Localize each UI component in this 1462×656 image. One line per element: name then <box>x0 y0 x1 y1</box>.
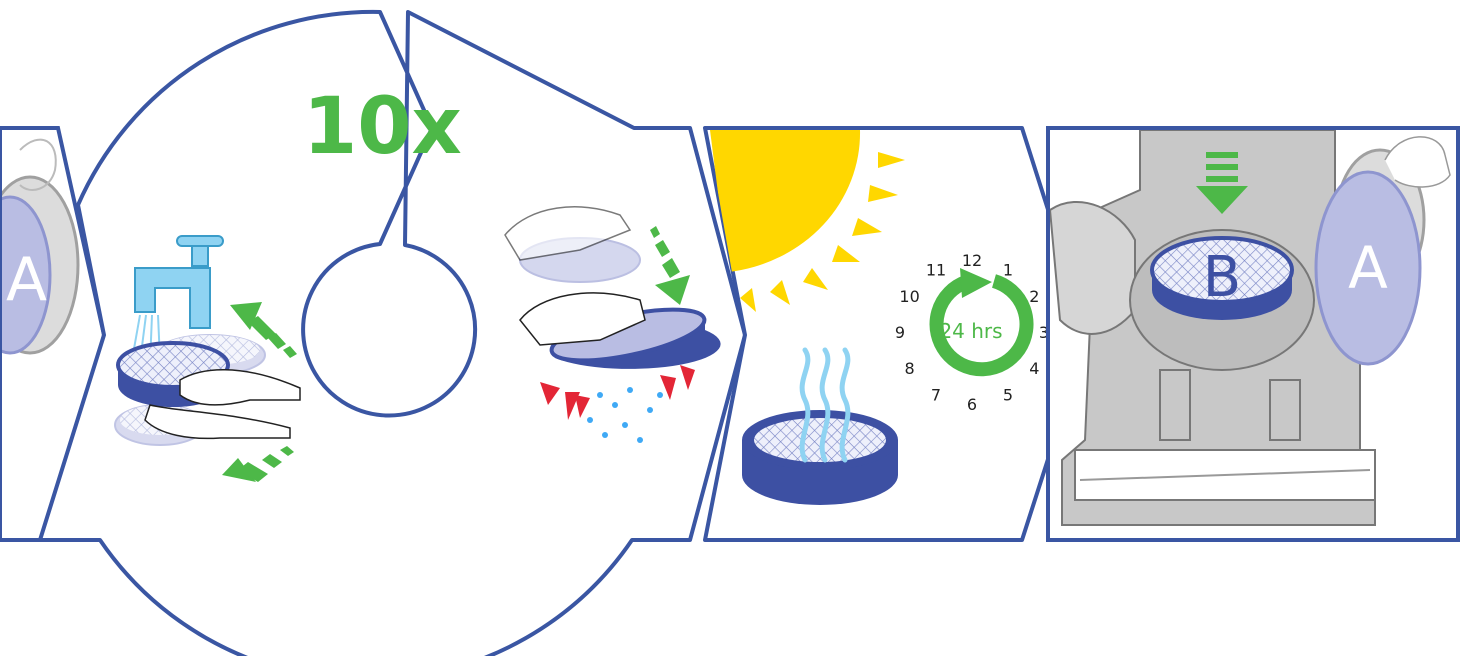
clock-number-9: 9 <box>895 323 905 342</box>
repeat-count: 10x <box>303 82 462 172</box>
clock-number-10: 10 <box>899 287 919 306</box>
clock-number-6: 6 <box>967 395 977 414</box>
clock-number-11: 11 <box>926 261 946 280</box>
filter-b-disc: B <box>1152 238 1292 320</box>
clock-number-7: 7 <box>931 385 941 404</box>
filter-a-label: A <box>6 245 47 315</box>
clock-number-4: 4 <box>1029 359 1039 378</box>
clock-number-2: 2 <box>1029 287 1039 306</box>
filter-b-label: B <box>1203 245 1241 310</box>
duration-label: 24 hrs <box>939 319 1002 343</box>
step-two-panel: 10x <box>40 12 745 656</box>
filter-a-right-label: A <box>1348 234 1388 302</box>
clock-number-8: 8 <box>905 359 915 378</box>
drying-filter-disc <box>742 410 898 505</box>
clock-number-12: 12 <box>962 251 982 270</box>
clock-number-1: 1 <box>1003 261 1013 280</box>
clock-number-5: 5 <box>1003 385 1013 404</box>
step-four-panel: B A <box>1048 128 1458 540</box>
